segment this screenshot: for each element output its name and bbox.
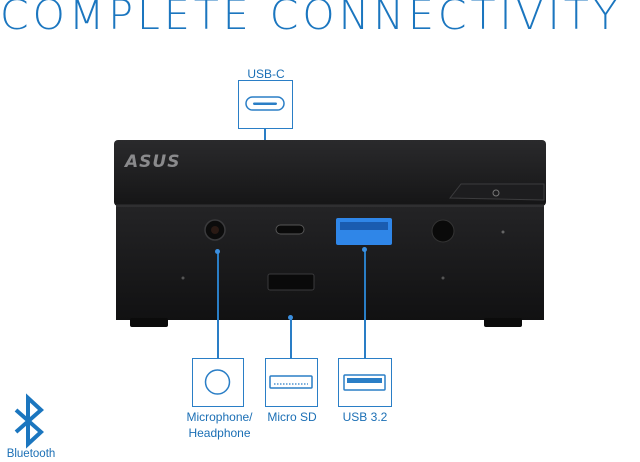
microphone-label: Microphone/ Headphone: [186, 410, 253, 440]
bluetooth-label: Bluetooth: [6, 448, 56, 460]
microphone-leader-line: [217, 252, 219, 359]
asus-logo: ASUS: [125, 152, 181, 172]
micro-sd-leader-line: [290, 318, 292, 359]
usb-32-leader-line: [364, 250, 366, 359]
audio-jack-icon: [204, 369, 231, 395]
bluetooth-icon: [14, 393, 44, 449]
usb-32-leader-dot: [362, 247, 367, 252]
page-headline: COMPLETE CONNECTIVITY: [0, 0, 622, 39]
micro-sd-leader-dot: [288, 315, 293, 320]
micro-sd-callout-box: [265, 358, 318, 407]
microphone-callout-box: [192, 358, 244, 407]
usb-32-label: USB 3.2: [342, 410, 388, 424]
usb-c-port-icon: [245, 96, 285, 111]
micro-sd-slot-icon: [269, 375, 313, 389]
micro-sd-label: Micro SD: [267, 410, 317, 424]
microphone-leader-dot: [215, 249, 220, 254]
usb-c-label: USB-C: [247, 67, 285, 81]
usb-c-callout-box: [238, 80, 293, 129]
usb-a-port-icon: [343, 374, 386, 391]
usb-32-callout-box: [338, 358, 392, 407]
mini-pc-device: [114, 140, 546, 327]
